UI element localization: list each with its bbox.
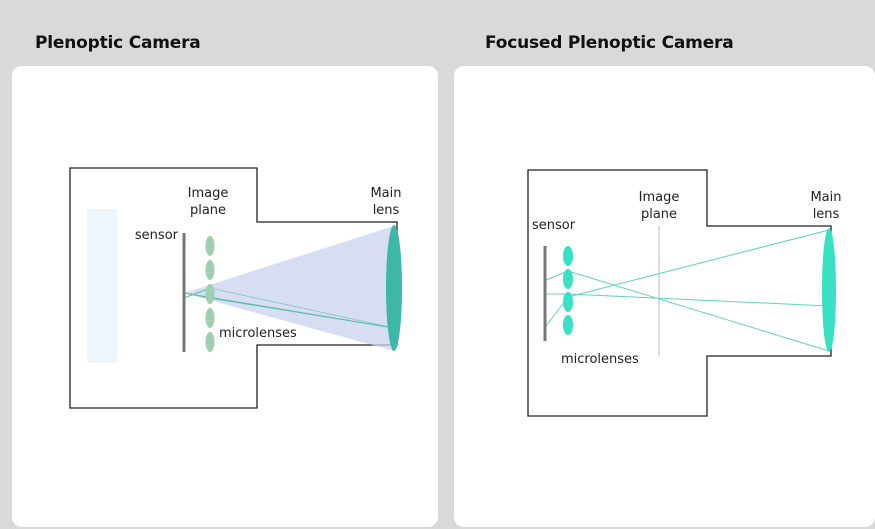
microlens bbox=[205, 308, 215, 328]
faint-backdrop bbox=[87, 209, 117, 363]
microlens bbox=[205, 260, 215, 280]
ray bbox=[567, 270, 830, 352]
main-lens-label-line1: Main bbox=[370, 186, 401, 201]
focused-plenoptic-camera-card: Image plane Main lens sensor microlenses bbox=[454, 66, 875, 527]
ray bbox=[209, 287, 395, 329]
main-lens-label-line2: lens bbox=[373, 203, 400, 218]
microlens bbox=[205, 236, 215, 256]
focused-plenoptic-camera-diagram: Image plane Main lens sensor microlenses bbox=[527, 169, 842, 417]
microlens bbox=[563, 292, 573, 312]
image-plane-label-line1: Image bbox=[188, 186, 229, 201]
sensor-label: sensor bbox=[532, 218, 576, 233]
microlens bbox=[563, 269, 573, 289]
ray bbox=[567, 293, 830, 307]
microlens bbox=[205, 332, 215, 352]
main-lens bbox=[822, 228, 836, 352]
main-lens-label-line1: Main bbox=[810, 190, 841, 205]
microlenses-label: microlenses bbox=[561, 352, 639, 367]
main-lens-label-line2: lens bbox=[813, 207, 840, 222]
main-lens bbox=[386, 225, 402, 351]
plenoptic-camera-diagram: Image plane Main lens sensor microlenses bbox=[69, 167, 402, 409]
ray bbox=[209, 297, 395, 329]
panel-title-focused-plenoptic: Focused Plenoptic Camera bbox=[485, 33, 734, 53]
ray bbox=[183, 292, 211, 299]
image-plane-label-line2: plane bbox=[641, 207, 677, 222]
sensor-label: sensor bbox=[135, 228, 179, 243]
image-plane-label-line1: Image bbox=[639, 190, 680, 205]
plenoptic-camera-card: Image plane Main lens sensor microlenses bbox=[12, 66, 438, 527]
microlens bbox=[563, 315, 573, 335]
ray bbox=[183, 287, 211, 299]
microlens bbox=[563, 246, 573, 266]
microlenses-label: microlenses bbox=[219, 326, 297, 341]
ray bbox=[567, 229, 830, 298]
microlens-array bbox=[563, 246, 573, 335]
microlens-array bbox=[205, 236, 215, 352]
image-plane-label-line2: plane bbox=[190, 203, 226, 218]
panel-title-plenoptic: Plenoptic Camera bbox=[35, 33, 201, 53]
camera-body-outline bbox=[527, 169, 832, 417]
microlens bbox=[205, 284, 215, 304]
